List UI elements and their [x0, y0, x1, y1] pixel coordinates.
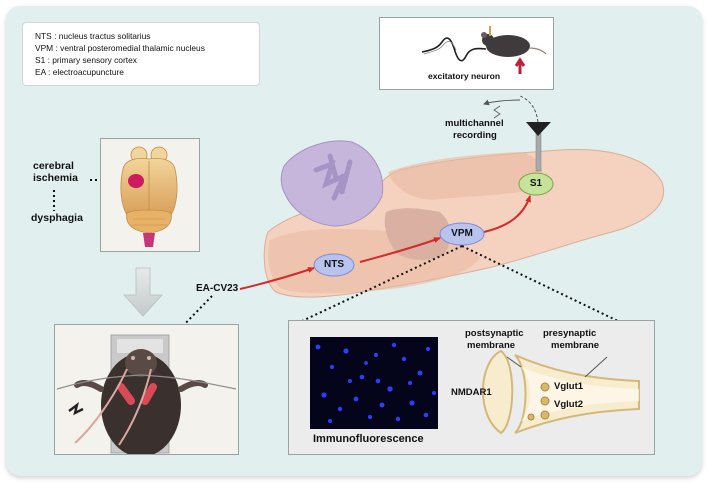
arrow-nts-to-vpm: [359, 237, 441, 263]
rat-ea-illustration: [56, 334, 237, 457]
arrow-vpm-to-s1: [483, 195, 531, 233]
arrow-ea-to-nts: [239, 267, 315, 290]
postsynaptic-label: postsynaptic: [465, 328, 524, 339]
abbreviation-legend: NTS : nucleus tractus solitarius VPM : v…: [22, 22, 260, 86]
nts-node: [313, 253, 355, 277]
dysphagia-label: dysphagia: [31, 212, 83, 224]
excitatory-neuron-box: [379, 17, 554, 90]
thalamus-region: [384, 208, 451, 260]
vesicle-2: [540, 396, 550, 406]
vpm-detail-box: Immunofluorescence postsynaptic membrane…: [288, 320, 655, 455]
vglut2-label: Vglut2: [554, 399, 584, 410]
legend-nts: NTS : nucleus tractus solitarius: [35, 31, 151, 41]
vglut1-label: Vglut1: [554, 381, 584, 392]
postsynaptic-membrane-shape: [482, 349, 514, 435]
vesicle-3: [540, 410, 550, 420]
ischemia-label: ischemia: [33, 172, 78, 184]
rat-ea-box: [54, 324, 239, 457]
legend-vpm: VPM : ventral posteromedial thalamic nuc…: [35, 43, 205, 53]
immunofluorescence-label: Immunofluorescence: [313, 433, 424, 445]
recording-label: recording: [453, 130, 497, 141]
vesicle-4: [527, 413, 535, 421]
presynaptic-membrane-label: membrane: [551, 340, 600, 351]
cortex-upper-band: [388, 152, 543, 200]
vesicle-1: [540, 382, 550, 392]
down-arrow: [123, 267, 163, 317]
recording-electrode: [483, 95, 551, 172]
multichannel-label: multichannel: [445, 118, 504, 129]
cerebellum-folia: [313, 153, 353, 201]
excitatory-neuron-label: excitatory neuron: [428, 71, 501, 81]
s1-label: S1: [529, 178, 543, 189]
vpm-node: [439, 222, 485, 246]
immunofluorescence-image: [310, 337, 438, 429]
legend-s1: S1 : primary sensory cortex: [35, 55, 137, 65]
dorsal-brain-box: [100, 138, 200, 252]
cerebral-label: cerebral: [33, 160, 74, 172]
nmdar1-label: NMDAR1: [451, 387, 492, 398]
fluorescence-dots: [315, 342, 436, 423]
vpm-zoom-line-right: [461, 245, 621, 323]
ea-cv23-label: EA-CV23: [196, 283, 239, 294]
synapse-diagram: [482, 349, 640, 435]
pathway-arrows: [239, 195, 531, 290]
neuron-recording-illustration: [421, 26, 547, 74]
presynaptic-label: presynaptic: [543, 328, 597, 339]
s1-node: [518, 172, 554, 196]
dorsal-brain-illustration: [120, 146, 178, 247]
postsynaptic-membrane-label: membrane: [467, 340, 516, 351]
vpm-label: VPM: [451, 228, 473, 239]
nts-label: NTS: [324, 259, 344, 270]
legend-ea: EA : electroacupuncture: [35, 67, 124, 77]
